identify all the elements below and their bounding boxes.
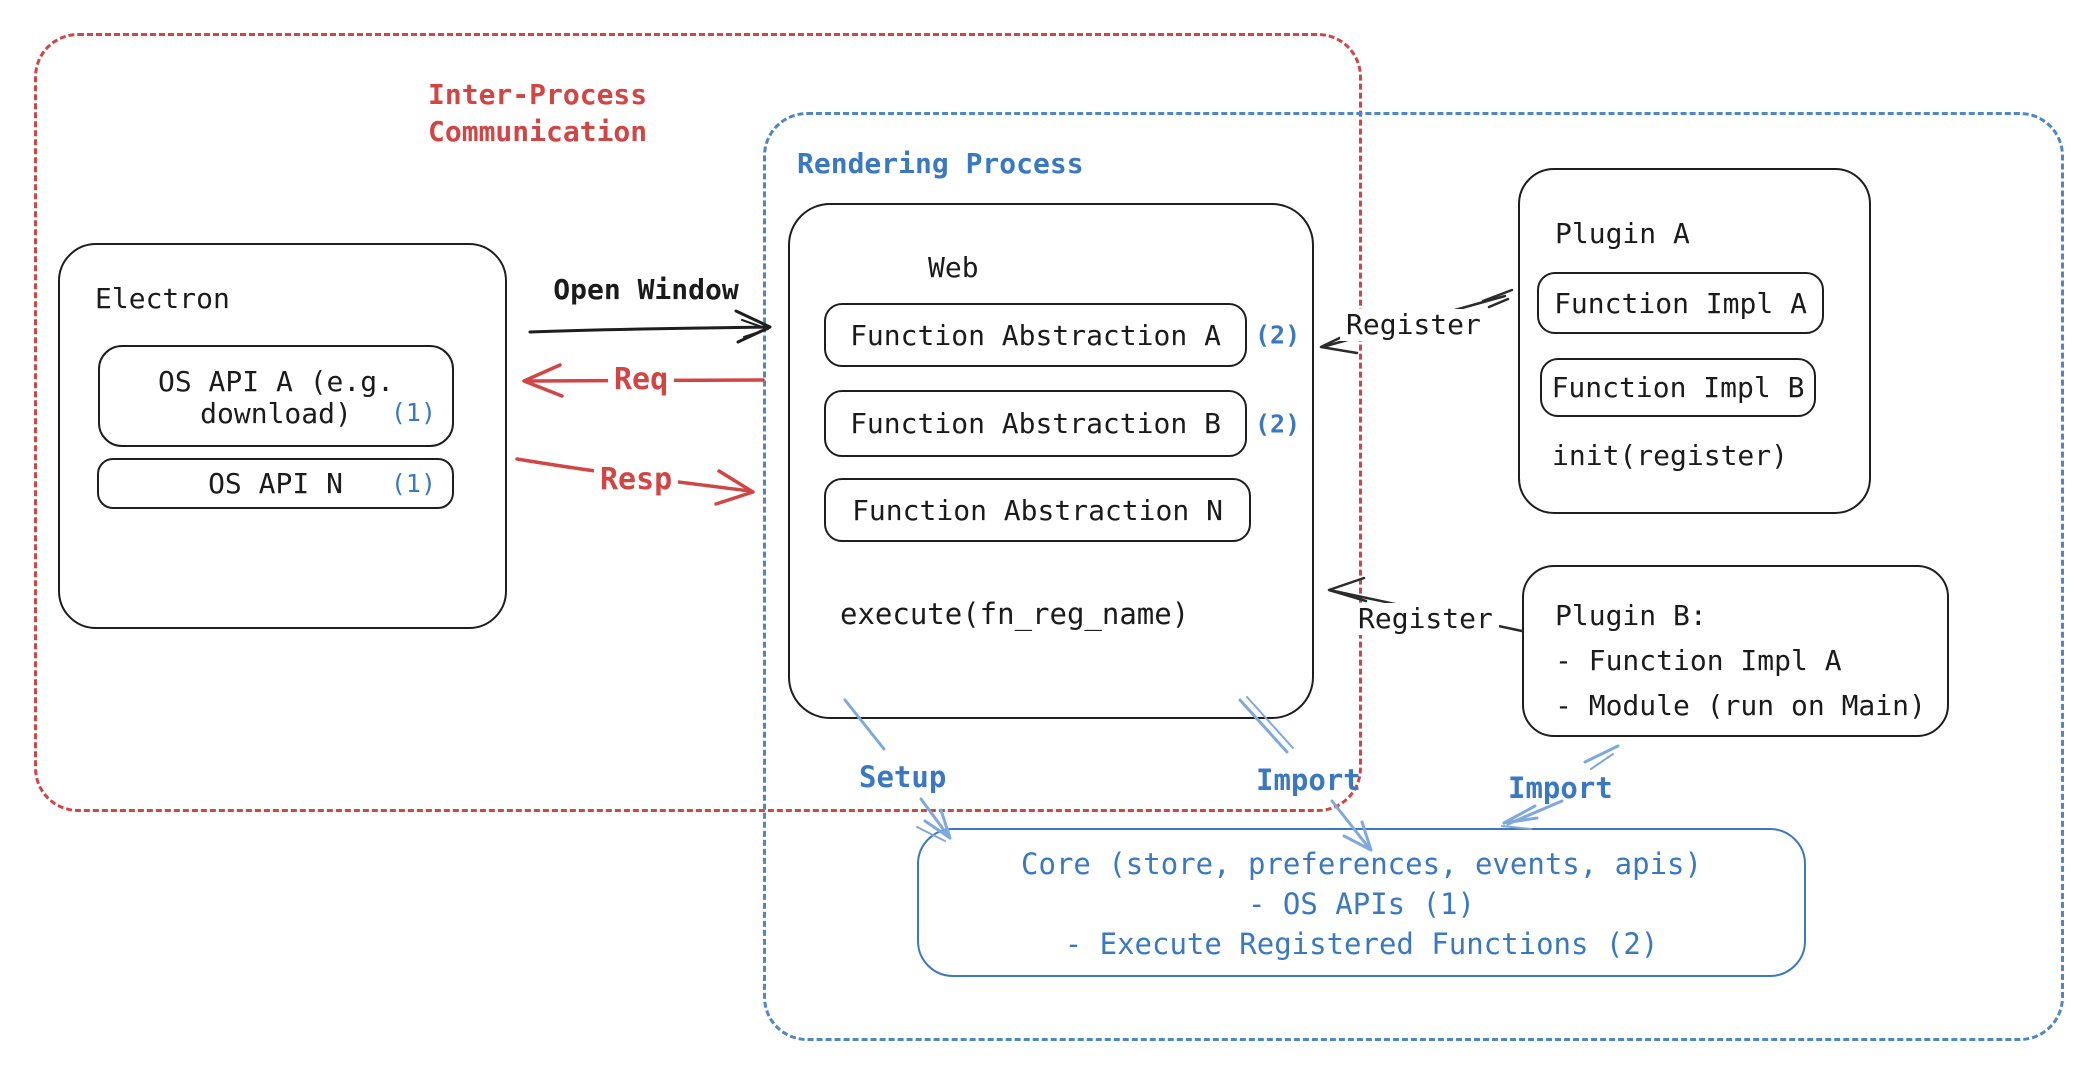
core-line1: Core (store, preferences, events, apis)	[1021, 847, 1702, 881]
plugin-a-title: Plugin A	[1555, 217, 1690, 250]
function-abstraction-a-label: Function Abstraction A	[850, 318, 1221, 352]
web-title: Web	[928, 251, 979, 284]
function-abstraction-n-box: Function Abstraction N	[824, 478, 1251, 542]
ipc-label-line1: Inter-Process	[428, 78, 648, 111]
plugin-b-line2: - Function Impl A	[1555, 644, 1842, 677]
os-api-a-line2: download)	[200, 397, 352, 430]
function-impl-b-box: Function Impl B	[1540, 358, 1816, 417]
setup-label: Setup	[859, 760, 947, 794]
core-line3: - Execute Registered Functions (2)	[1064, 927, 1659, 961]
core-text: Core (store, preferences, events, apis) -…	[919, 844, 1804, 964]
import-web-label: Import	[1256, 763, 1361, 797]
function-abstraction-a-ref: (2)	[1255, 320, 1301, 350]
core-box: Core (store, preferences, events, apis) -…	[917, 828, 1806, 977]
rendering-process-label: Rendering Process	[797, 147, 1084, 180]
rendering-process-dashed-region	[763, 112, 2064, 1041]
register-bottom-label: Register	[1352, 603, 1499, 635]
function-abstraction-b-ref: (2)	[1255, 409, 1301, 438]
function-impl-a-box: Function Impl A	[1537, 272, 1824, 334]
os-api-n-ref: (1)	[390, 469, 436, 498]
ipc-dashed-region	[34, 33, 1362, 812]
plugin-b-text: Plugin B: - Function Impl A - Module (run …	[1555, 593, 1926, 728]
function-abstraction-b-box: Function Abstraction B (2)	[824, 390, 1300, 457]
req-label: Req	[608, 364, 675, 396]
os-api-n-label: OS API N	[208, 467, 343, 500]
resp-label: Resp	[594, 464, 679, 496]
plugin-b-line1: Plugin B:	[1555, 599, 1707, 632]
execute-label: execute(fn_reg_name)	[840, 597, 1190, 631]
plugin-b-line3: - Module (run on Main)	[1555, 689, 1926, 722]
register-top-label: Register	[1340, 309, 1487, 341]
function-impl-a-label: Function Impl A	[1554, 286, 1807, 320]
ipc-label-line2: Communication	[428, 115, 648, 148]
function-impl-b-label: Function Impl B	[1551, 371, 1805, 404]
init-register-label: init(register)	[1552, 439, 1789, 472]
function-abstraction-b-label: Function Abstraction B	[850, 407, 1221, 440]
web-box: Web	[788, 203, 1314, 719]
electron-title: Electron	[95, 282, 230, 315]
os-api-a-ref: (1)	[390, 398, 436, 427]
import-plugin-label: Import	[1508, 771, 1613, 805]
function-abstraction-n-label: Function Abstraction N	[852, 493, 1223, 527]
os-api-a-line1: OS API A (e.g.	[157, 365, 394, 398]
os-api-n-box: OS API N (1)	[97, 458, 454, 509]
open-window-label: Open Window	[553, 273, 739, 306]
os-api-a-box: OS API A (e.g. download) (1)	[98, 345, 454, 447]
plugin-b-box: Plugin B: - Function Impl A - Module (run …	[1522, 565, 1949, 737]
core-line2: - OS APIs (1)	[1248, 887, 1475, 921]
plugin-a-box: Plugin A	[1518, 168, 1871, 514]
function-abstraction-a-box: Function Abstraction A (2)	[824, 303, 1300, 367]
